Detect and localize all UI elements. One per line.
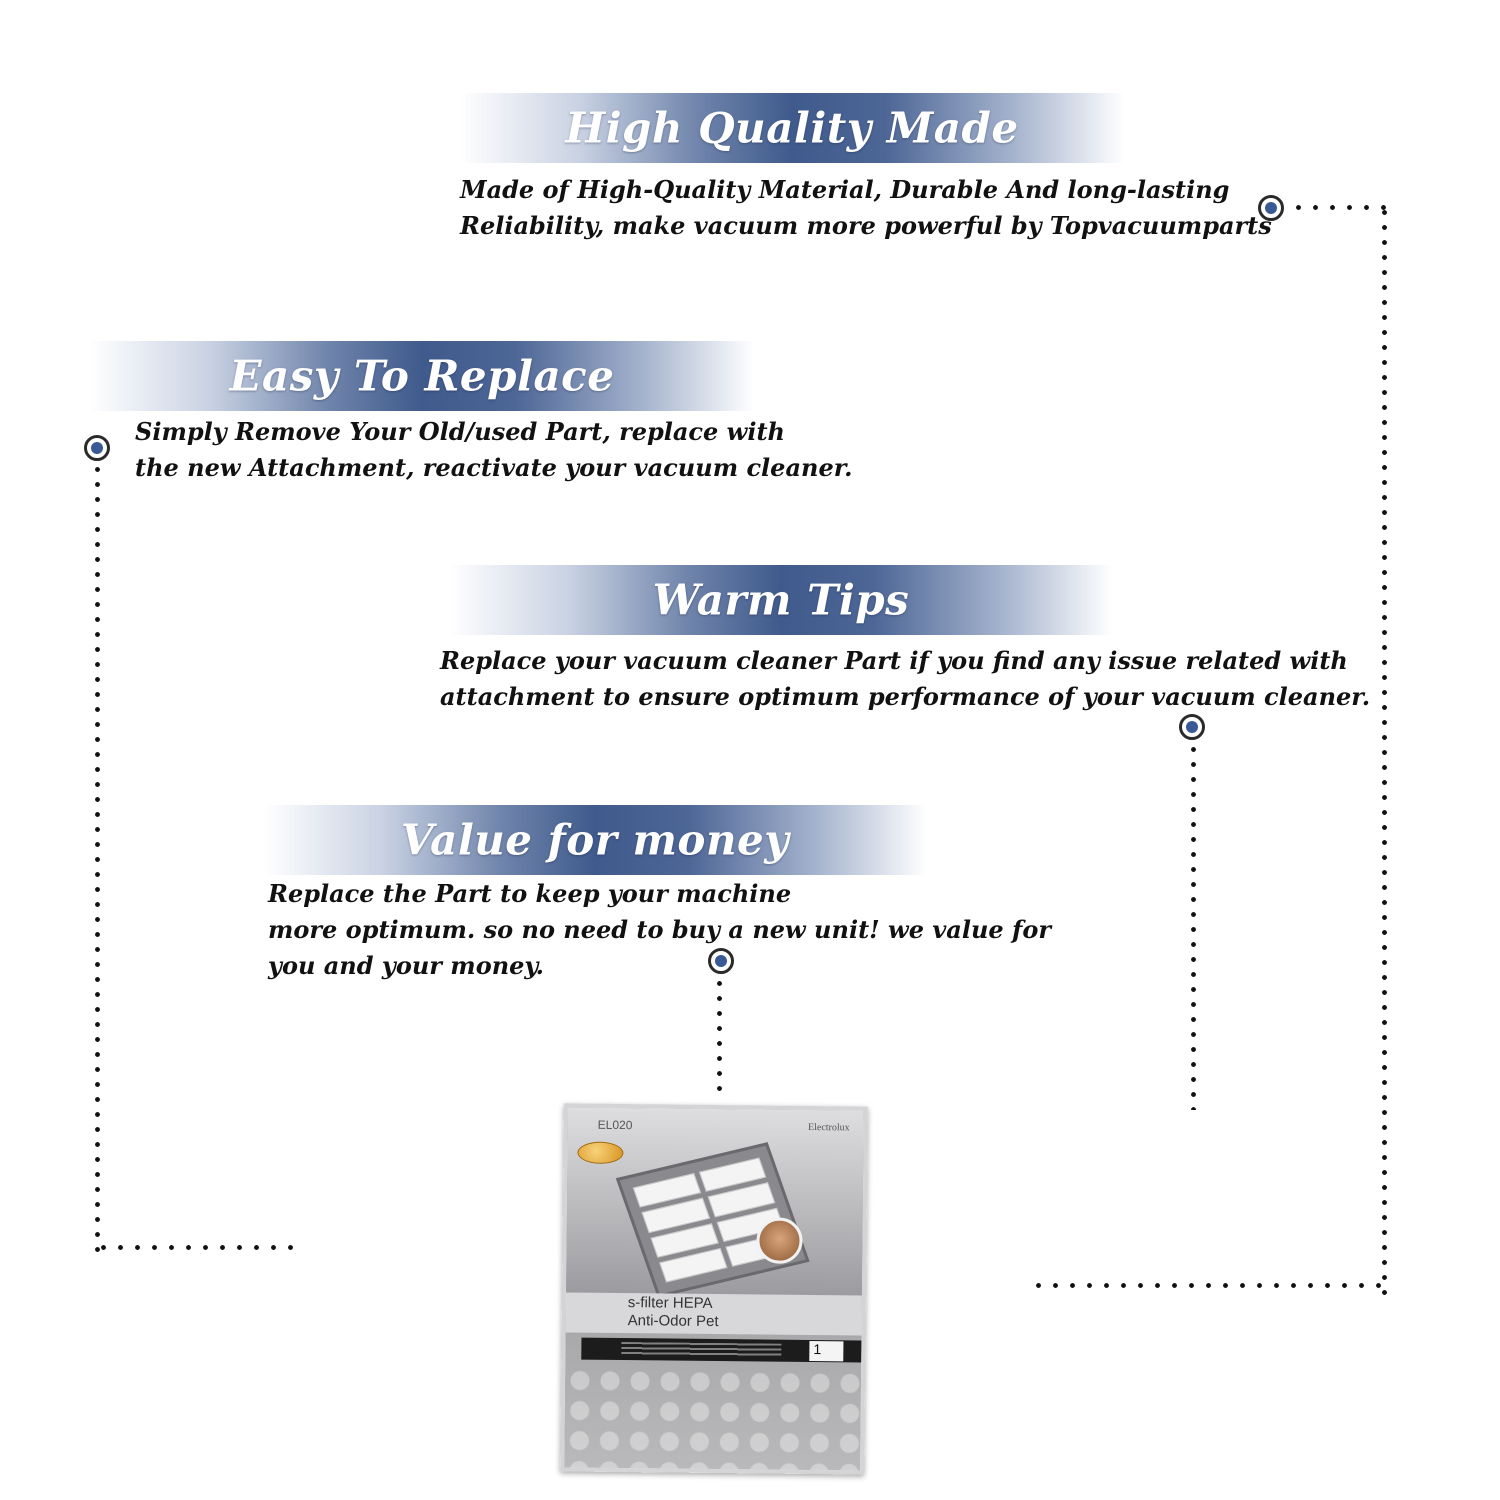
section-title: Warm Tips [652,575,910,625]
pet-photo-icon [756,1217,803,1264]
dotted-connector [1290,205,1390,210]
compatibility-text-lines [621,1342,782,1358]
marker-warm-tips [1179,714,1205,740]
dotted-connector [1191,742,1196,1110]
banner-value-for-money: Value for money [263,805,927,875]
product-box: EL020 Electrolux s-filter HEPA Anti-Odor… [560,1103,868,1475]
product-brand: Electrolux [807,1121,850,1134]
section-title: Value for money [400,815,790,865]
product-name-line2: Anti-Odor Pet [627,1312,719,1331]
banner-warm-tips: Warm Tips [450,565,1112,635]
product-box-pattern [564,1365,862,1471]
product-count: 1 [809,1341,844,1362]
product-compatibility-band: 1 [581,1337,862,1363]
product-name-line1: s-filter HEPA [627,1294,713,1312]
section-description: Replace the Part to keep your machine mo… [268,879,1051,980]
section-description: Simply Remove Your Old/used Part, replac… [135,417,853,482]
dotted-connector [717,976,722,1096]
banner-easy-to-replace: Easy To Replace [90,341,754,411]
dotted-connector [1382,205,1387,1295]
dotted-connector [95,1245,300,1250]
marker-value-for-money [708,948,734,974]
section-title: High Quality Made [565,103,1019,153]
marker-high-quality [1258,195,1284,221]
section-description: Made of High-Quality Material, Durable A… [460,175,1272,240]
marker-easy-to-replace [84,435,110,461]
dotted-connector [95,462,100,1252]
product-badge-icon [577,1141,624,1165]
section-title: Easy To Replace [229,351,615,401]
banner-high-quality: High Quality Made [460,93,1124,163]
product-model: EL020 [597,1117,633,1133]
section-description: Replace your vacuum cleaner Part if you … [440,646,1371,711]
dotted-connector [1030,1283,1390,1288]
